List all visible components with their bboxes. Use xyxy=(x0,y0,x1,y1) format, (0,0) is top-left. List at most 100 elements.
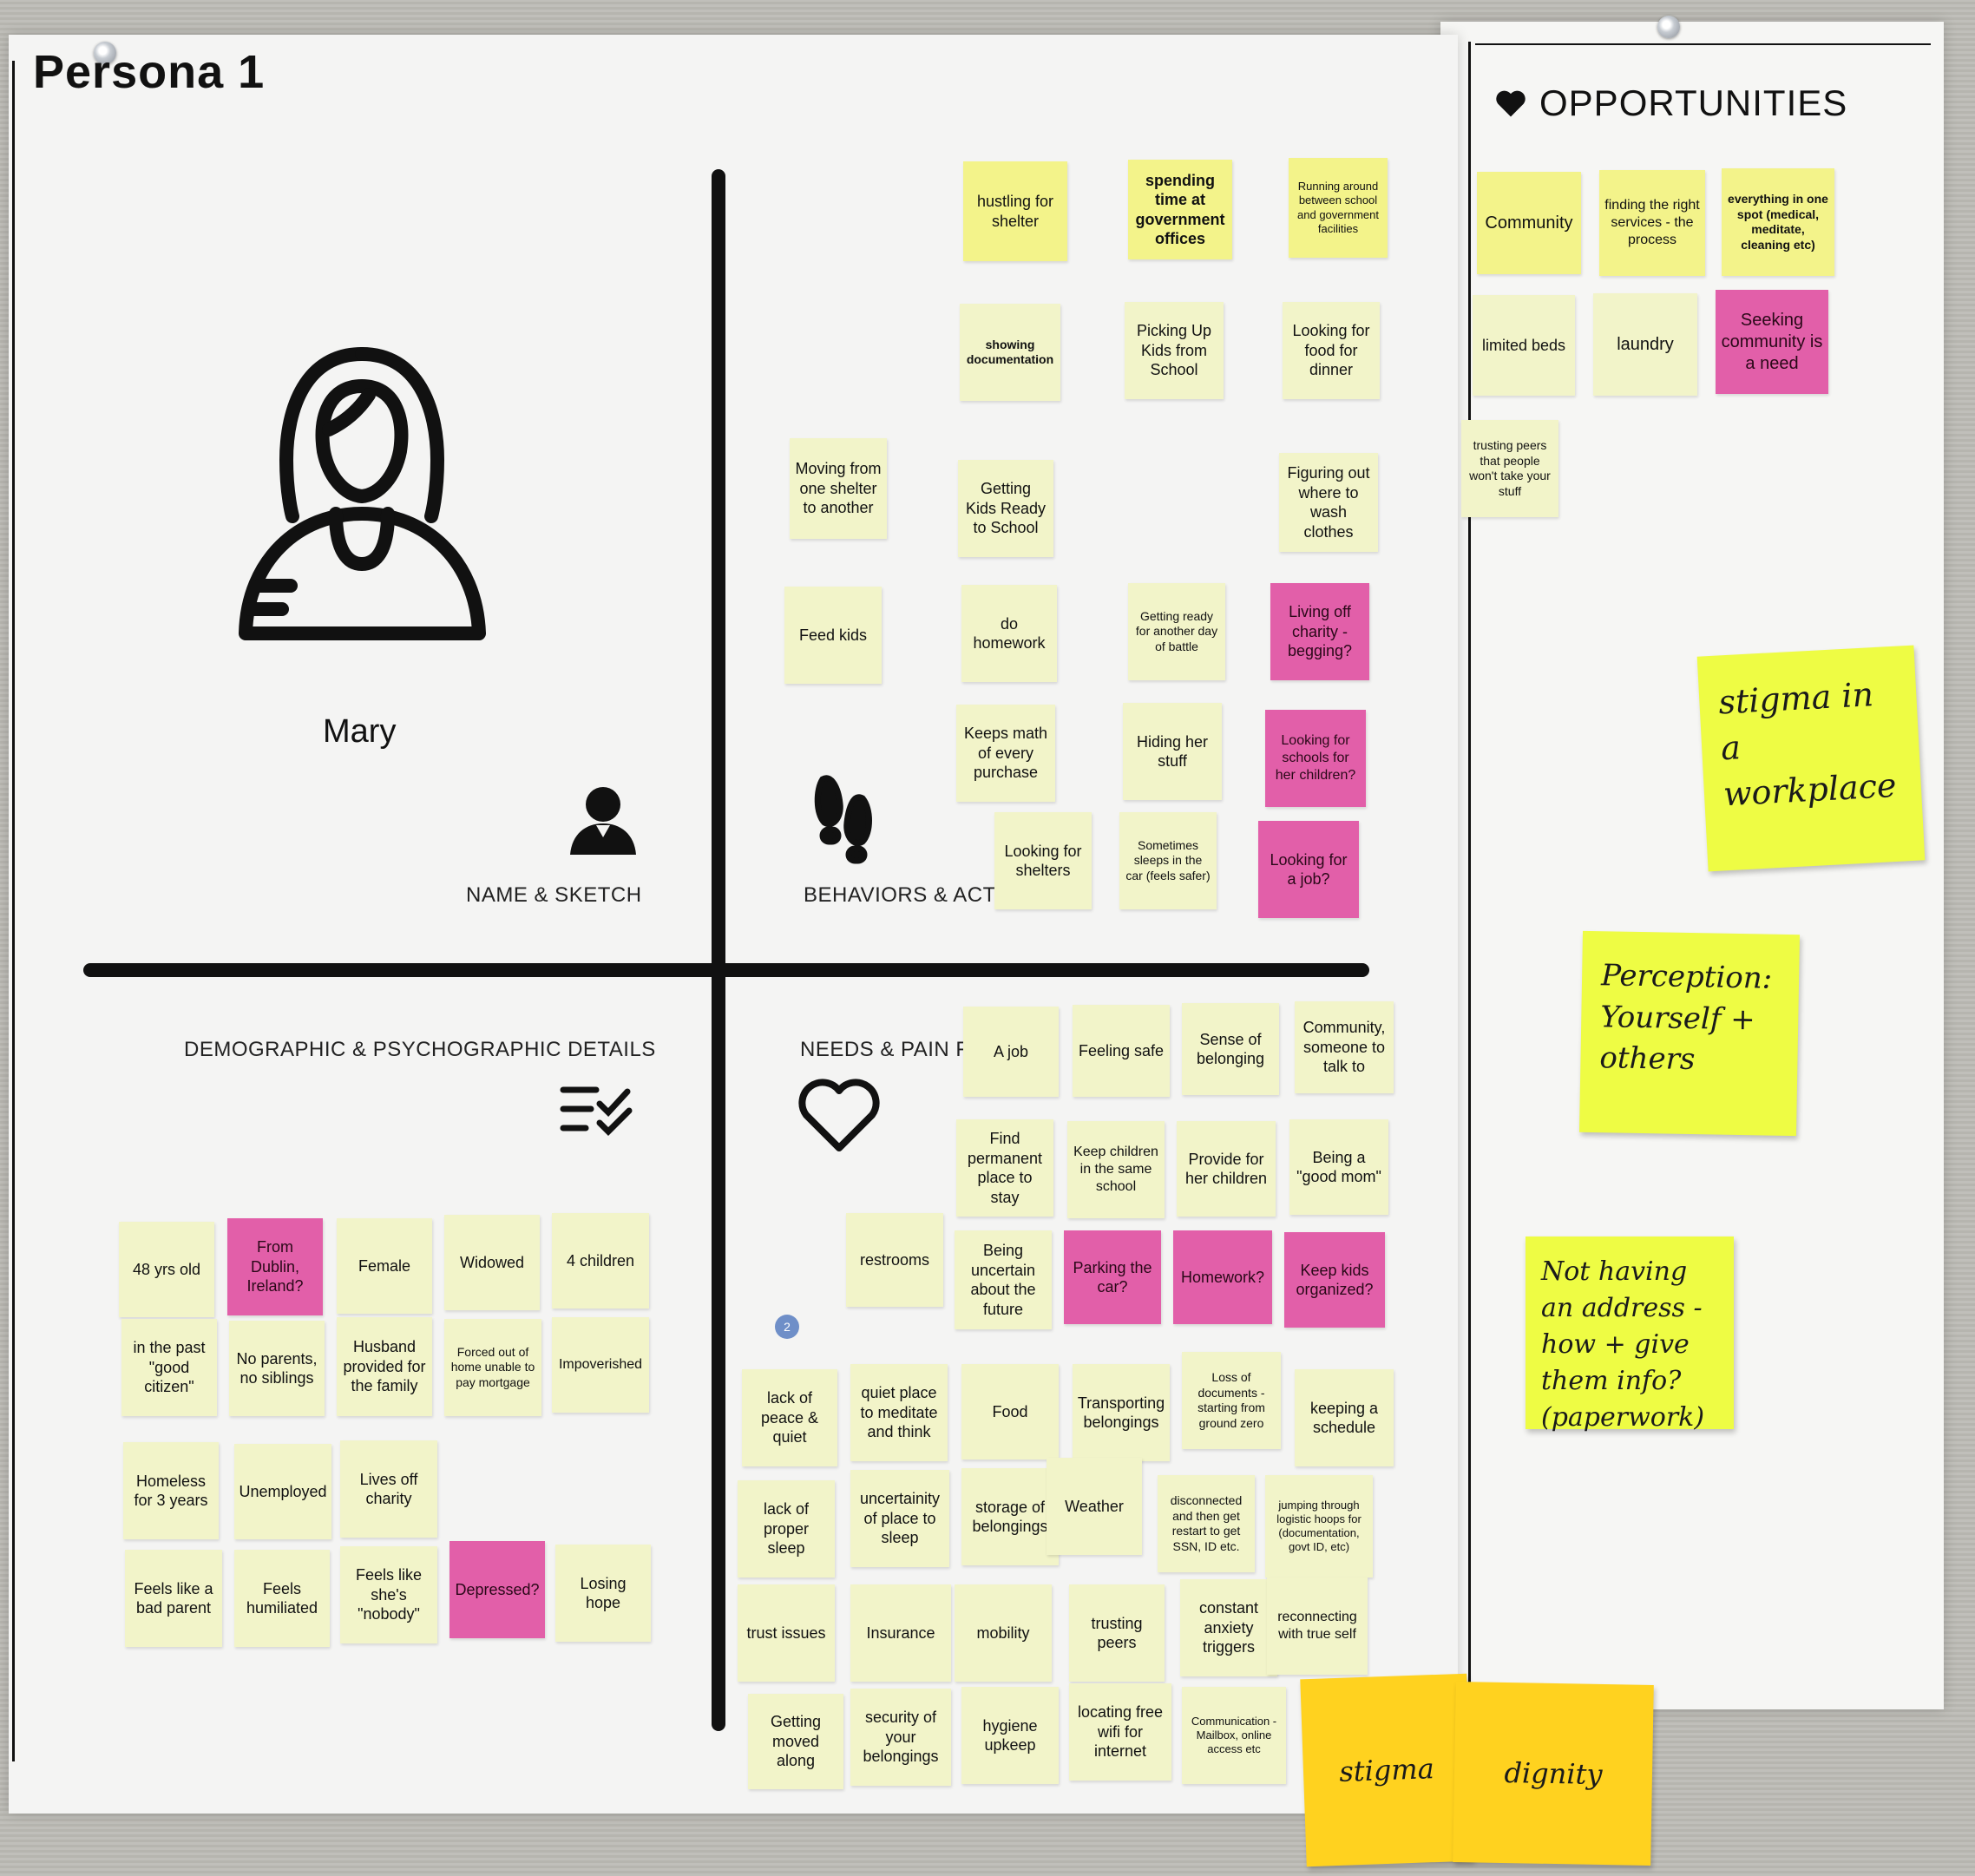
needs-note: mobility xyxy=(955,1584,1052,1682)
opportunity-note: trusting peers that people won't take yo… xyxy=(1461,420,1558,517)
checklist-icon xyxy=(560,1086,633,1136)
opportunity-note: laundry xyxy=(1593,293,1697,396)
needs-note: Communication - Mailbox, online access e… xyxy=(1182,1687,1286,1784)
handwritten-sticky: stigma in a workplace xyxy=(1696,645,1926,872)
behavior-note: Looking for shelters xyxy=(994,812,1092,909)
person-icon xyxy=(570,787,636,855)
needs-note: keeping a schedule xyxy=(1295,1369,1394,1466)
needs-note: hygiene upkeep xyxy=(961,1687,1059,1784)
demographic-note: 4 children xyxy=(552,1213,649,1309)
opportunity-note: Community xyxy=(1477,172,1581,274)
behavior-note: Living off charity - begging? xyxy=(1270,583,1369,680)
demographic-note: 48 yrs old xyxy=(119,1222,214,1317)
quadrant-horizontal-axis xyxy=(83,963,1369,977)
footsteps-icon xyxy=(814,775,872,864)
behavior-note: Looking for a job? xyxy=(1258,821,1359,918)
demographic-note: Homeless for 3 years xyxy=(123,1442,219,1539)
opportunity-note: Seeking community is a need xyxy=(1716,290,1828,394)
needs-note: A job xyxy=(963,1007,1059,1097)
needs-note: trust issues xyxy=(738,1584,835,1682)
needs-note: locating free wifi for internet xyxy=(1069,1683,1171,1781)
needs-note: Sense of belonging xyxy=(1182,1003,1279,1095)
needs-note: lack of proper sleep xyxy=(738,1480,835,1578)
behavior-note: Picking Up Kids from School xyxy=(1125,302,1224,399)
behavior-note: Figuring out where to wash clothes xyxy=(1279,453,1378,552)
demographic-note: No parents, no siblings xyxy=(229,1321,325,1416)
demographic-note: Depressed? xyxy=(449,1541,545,1638)
persona-portrait-icon xyxy=(239,347,486,640)
needs-note: Parking the car? xyxy=(1064,1230,1161,1324)
pushpin-icon xyxy=(94,42,116,64)
needs-note: jumping through logistic hoops for (docu… xyxy=(1265,1475,1373,1578)
opportunity-note: everything in one spot (medical, meditat… xyxy=(1722,168,1834,276)
behavior-note: Hiding her stuff xyxy=(1123,703,1222,800)
demographic-note: Feels humiliated xyxy=(234,1550,330,1647)
pushpin-icon xyxy=(1657,16,1680,38)
needs-note: uncertainity of place to sleep xyxy=(850,1470,949,1567)
persona-name: Mary xyxy=(323,713,397,750)
needs-note: restrooms xyxy=(846,1213,943,1307)
handwritten-sticky: dignity xyxy=(1453,1682,1654,1866)
opportunity-note: finding the right services - the process xyxy=(1599,170,1705,276)
needs-note: Keep kids organized? xyxy=(1284,1232,1385,1328)
needs-note: trusting peers xyxy=(1069,1584,1165,1682)
quadrant-label-behaviors: BEHAVIORS & ACT xyxy=(804,883,996,907)
needs-note: Loss of documents - starting from ground… xyxy=(1182,1352,1281,1449)
behavior-note: hustling for shelter xyxy=(963,161,1067,261)
needs-note: Find permanent place to stay xyxy=(956,1119,1053,1217)
quadrant-label-name-sketch: NAME & SKETCH xyxy=(466,883,642,907)
demographic-note: in the past "good citizen" xyxy=(121,1319,217,1416)
opportunities-header: OPPORTUNITIES xyxy=(1494,82,1847,124)
behavior-note: Looking for schools for her children? xyxy=(1265,710,1366,807)
handwritten-sticky: stigma xyxy=(1300,1673,1473,1867)
behavior-note: Moving from one shelter to another xyxy=(790,438,887,539)
sheet-edge-line xyxy=(12,61,15,1761)
handwritten-sticky: Not having an address - how + give them … xyxy=(1526,1236,1734,1433)
behavior-note: showing documentation xyxy=(960,304,1060,401)
heart-outline-icon xyxy=(798,1079,880,1151)
demographic-note: Unemployed xyxy=(234,1444,331,1539)
behavior-note: Sometimes sleeps in the car (feels safer… xyxy=(1119,812,1217,909)
demographic-note: Feels like she's "nobody" xyxy=(340,1546,437,1643)
sheet-divider-line xyxy=(1468,42,1471,1690)
demographic-note: Husband provided for the family xyxy=(337,1317,432,1416)
needs-note: Insurance xyxy=(850,1584,951,1682)
demographic-note: Lives off charity xyxy=(340,1440,437,1538)
behavior-note: Looking for food for dinner xyxy=(1283,302,1380,399)
needs-note: Homework? xyxy=(1173,1230,1272,1324)
quadrant-label-needs: NEEDS & PAIN F xyxy=(800,1038,969,1061)
needs-note: Weather xyxy=(1047,1458,1142,1555)
needs-note: Food xyxy=(961,1364,1059,1459)
needs-note: Getting moved along xyxy=(748,1694,843,1789)
behavior-note: Getting Kids Ready to School xyxy=(958,460,1053,557)
demographic-note: Feels like a bad parent xyxy=(125,1550,222,1647)
opportunities-top-rule xyxy=(1475,43,1931,45)
behavior-note: Getting ready for another day of battle xyxy=(1128,583,1225,680)
demographic-note: Losing hope xyxy=(555,1545,651,1642)
needs-note: Community, someone to talk to xyxy=(1295,1001,1394,1093)
needs-note: disconnected and then get restart to get… xyxy=(1158,1475,1255,1572)
behavior-note: Feed kids xyxy=(784,587,882,684)
demographic-note: Female xyxy=(337,1218,432,1314)
demographic-note: Forced out of home unable to pay mortgag… xyxy=(444,1319,541,1416)
behavior-note: Running around between school and govern… xyxy=(1289,158,1388,258)
needs-note: lack of peace & quiet xyxy=(742,1369,837,1466)
quadrant-vertical-axis xyxy=(712,169,725,1731)
handwritten-sticky: Perception: Yourself + others xyxy=(1578,930,1801,1137)
needs-note: quiet place to meditate and think xyxy=(850,1364,948,1461)
needs-note: constant anxiety triggers xyxy=(1180,1579,1277,1676)
needs-note: Feeling safe xyxy=(1073,1005,1170,1097)
opportunities-title: OPPORTUNITIES xyxy=(1539,82,1848,123)
behavior-note: do homework xyxy=(961,585,1057,682)
needs-note: security of your belongings xyxy=(850,1689,951,1786)
demographic-note: Impoverished xyxy=(552,1317,649,1413)
needs-note: reconnecting with true self xyxy=(1267,1578,1368,1675)
needs-note: Being uncertain about the future xyxy=(955,1230,1052,1329)
sticker-badge: 2 xyxy=(775,1315,799,1339)
needs-note: storage of belongings xyxy=(961,1468,1059,1565)
page-title: Persona 1 xyxy=(33,46,266,98)
demographic-note: Widowed xyxy=(444,1215,540,1310)
opportunity-note: limited beds xyxy=(1473,295,1575,396)
needs-note: Keep children in the same school xyxy=(1067,1121,1165,1218)
quadrant-label-demographic: DEMOGRAPHIC & PSYCHOGRAPHIC DETAILS xyxy=(184,1038,656,1061)
